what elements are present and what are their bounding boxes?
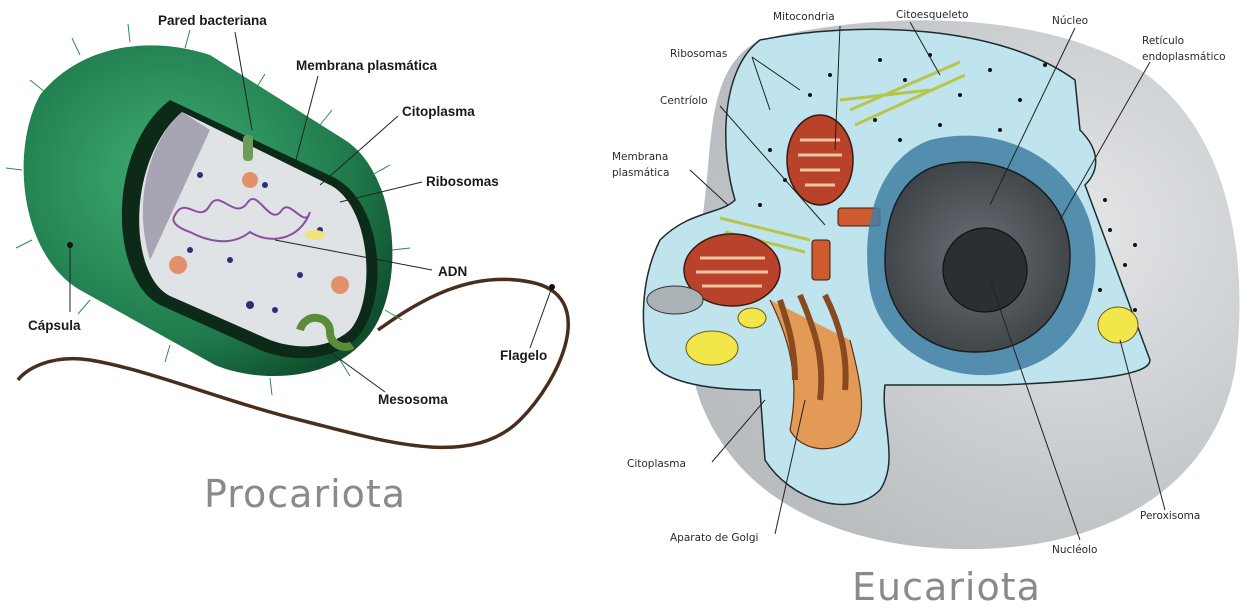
label-citoplasma-eu: Citoplasma bbox=[627, 458, 686, 470]
inclusion-body bbox=[169, 256, 187, 274]
prokaryote-cell: Pared bacteriana Membrana plasmática Cit… bbox=[6, 13, 568, 516]
label-ribosomas: Ribosomas bbox=[426, 174, 499, 189]
vesicle bbox=[738, 308, 766, 328]
label-membrana-1: Membrana bbox=[612, 151, 668, 163]
label-citoplasma: Citoplasma bbox=[402, 104, 475, 119]
label-flagelo: Flagelo bbox=[500, 348, 547, 363]
label-mesosoma: Mesosoma bbox=[378, 392, 448, 407]
vesicle bbox=[686, 331, 738, 365]
label-reticulo-1: Retículo bbox=[1142, 35, 1184, 47]
label-aparato-golgi: Aparato de Golgi bbox=[670, 532, 758, 544]
label-peroxisoma: Peroxisoma bbox=[1140, 510, 1200, 522]
leader-dot bbox=[549, 284, 555, 290]
label-nucleo: Núcleo bbox=[1052, 15, 1088, 27]
label-nucleolo: Nucléolo bbox=[1052, 544, 1097, 556]
inclusion-body bbox=[242, 172, 258, 188]
peroxisome bbox=[1098, 307, 1138, 343]
wall-marker bbox=[243, 135, 253, 161]
inclusion-body bbox=[305, 230, 325, 240]
mitochondrion bbox=[787, 115, 853, 205]
eukaryote-cell: Mitocondria Citoesqueleto Núcleo Retícul… bbox=[612, 9, 1240, 609]
label-membrana-2: plasmática bbox=[612, 167, 669, 179]
label-capsula: Cápsula bbox=[28, 318, 81, 333]
centriole bbox=[812, 240, 830, 280]
title-eucariota: Eucariota bbox=[852, 565, 1041, 609]
label-pared-bacteriana: Pared bacteriana bbox=[158, 13, 267, 28]
label-mitocondria: Mitocondria bbox=[773, 11, 835, 23]
title-procariota: Procariota bbox=[204, 472, 406, 516]
label-citoesqueleto: Citoesqueleto bbox=[896, 9, 968, 21]
vacuole bbox=[647, 286, 703, 314]
label-ribosomas: Ribosomas bbox=[670, 48, 727, 60]
inclusion-body bbox=[331, 276, 349, 294]
label-centriolo: Centríolo bbox=[660, 95, 708, 107]
label-membrana-plasmatica: Membrana plasmática bbox=[296, 58, 438, 73]
nucleolus bbox=[943, 228, 1027, 312]
label-reticulo-2: endoplasmático bbox=[1142, 51, 1226, 63]
label-adn: ADN bbox=[438, 264, 467, 279]
leader-dot bbox=[67, 242, 73, 248]
